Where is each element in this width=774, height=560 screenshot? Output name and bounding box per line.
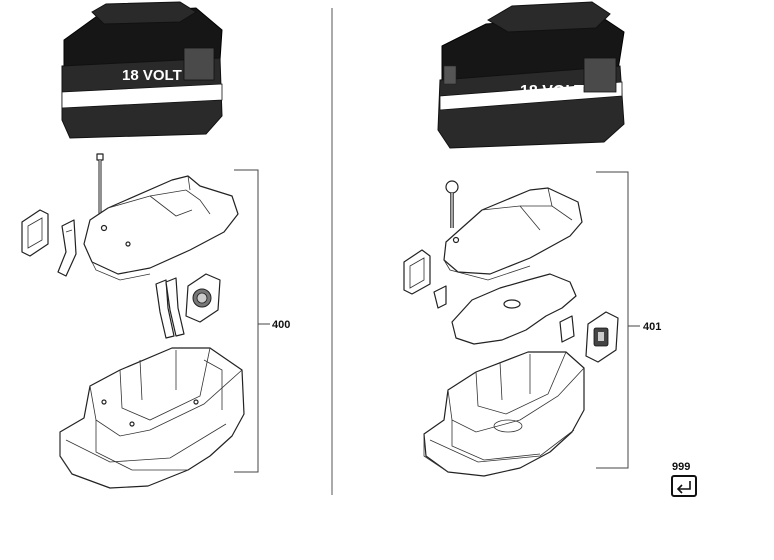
left-battery-label: 18 VOLT [122, 67, 182, 84]
left-terminal-1 [57, 219, 77, 277]
left-battery-pack: 18 VOLT [61, 1, 223, 139]
left-callout-400: 400 [272, 319, 290, 331]
right-top-cover [443, 187, 583, 281]
right-lower-housing [423, 351, 585, 477]
right-contact-plate [403, 249, 431, 295]
right-gasket [451, 273, 577, 345]
return-arrow-icon [671, 475, 697, 497]
right-terminal-2 [559, 315, 575, 343]
left-terminal-2 [155, 277, 185, 339]
extra-part-callout-999: 999 [672, 461, 690, 473]
left-fuse-module [185, 273, 221, 323]
right-callout-401: 401 [643, 321, 661, 333]
right-assembly: 18 VOLT [403, 1, 661, 477]
left-bracket [234, 169, 270, 473]
right-screw [445, 180, 459, 228]
left-assembly: 18 VOLT [21, 1, 290, 489]
right-bracket [596, 171, 640, 469]
right-fuse-module [585, 311, 619, 363]
right-battery-pack: 18 VOLT [437, 1, 625, 149]
left-top-cover [83, 175, 239, 281]
left-lower-housing [59, 347, 245, 489]
right-terminal-1 [433, 285, 447, 309]
right-battery-label: 18 VOLT [520, 83, 584, 100]
extra-part: 999 [671, 461, 697, 497]
left-contact-plate [21, 209, 49, 257]
